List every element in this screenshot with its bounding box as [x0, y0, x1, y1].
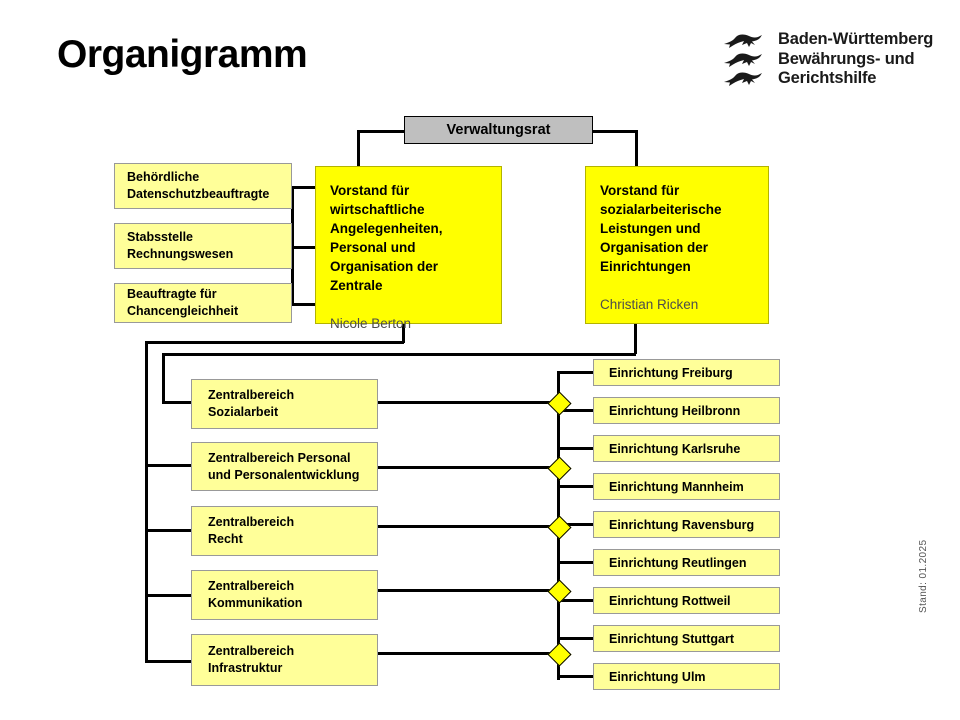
connector-facility-5	[557, 523, 594, 526]
staff-datenschutz-label: Behördliche Datenschutzbeauftragte	[127, 170, 270, 201]
staff-rechnungswesen-label: Stabsstelle Rechnungswesen	[127, 230, 234, 261]
connector-central-trunk-outer	[145, 341, 148, 663]
organization-logo: Baden-Württemberg Bewährungs- und Gerich…	[722, 30, 933, 89]
einrichtung-ravensburg-label: Einrichtung Ravensburg	[609, 517, 755, 532]
connector-unit-4-in	[145, 594, 192, 597]
zentralbereich-kommunikation-label: Zentralbereich Kommunikation	[208, 579, 303, 610]
node-einrichtung-freiburg[interactable]: Einrichtung Freiburg	[593, 359, 780, 386]
connector-facility-2	[557, 409, 594, 412]
connector-unit-3-in	[145, 529, 192, 532]
zentralbereich-infrastruktur-label: Zentralbereich Infrastruktur	[208, 644, 295, 675]
logo-line-2: Bewährungs- und	[778, 49, 915, 68]
node-zentralbereich-recht[interactable]: Zentralbereich Recht	[191, 506, 378, 556]
junction-diamond-1	[547, 391, 572, 416]
connector-staff-1	[291, 186, 316, 189]
einrichtung-rottweil-label: Einrichtung Rottweil	[609, 593, 731, 608]
connector-right-board-drop	[634, 323, 637, 354]
connector-unit-2-out	[377, 466, 559, 469]
connector-facility-6	[557, 561, 594, 564]
connector-council-left-drop	[357, 130, 360, 166]
connector-facility-8	[557, 637, 594, 640]
vorstand-wirtschaft-title: Vorstand für wirtschaftliche Angelegenhe…	[330, 183, 443, 293]
node-staff-rechnungswesen[interactable]: Stabsstelle Rechnungswesen	[114, 223, 292, 269]
node-verwaltungsrat[interactable]: Verwaltungsrat	[404, 116, 593, 144]
connector-unit-1-in	[162, 401, 192, 404]
connector-council-right	[592, 130, 638, 133]
vorstand-wirtschaft-person: Nicole Berton	[330, 316, 412, 331]
page-title: Organigramm	[57, 33, 308, 76]
revision-label: Stand: 01.2025	[918, 539, 929, 613]
vorstand-soziales-person: Christian Ricken	[600, 297, 699, 312]
connector-facility-9	[557, 675, 594, 678]
connector-council-left	[357, 130, 405, 133]
connector-facility-4	[557, 485, 594, 488]
connector-staff-3	[291, 303, 316, 306]
node-einrichtung-reutlingen[interactable]: Einrichtung Reutlingen	[593, 549, 780, 576]
node-einrichtung-stuttgart[interactable]: Einrichtung Stuttgart	[593, 625, 780, 652]
node-zentralbereich-kommunikation[interactable]: Zentralbereich Kommunikation	[191, 570, 378, 620]
connector-facility-7	[557, 599, 594, 602]
node-einrichtung-karlsruhe[interactable]: Einrichtung Karlsruhe	[593, 435, 780, 462]
node-vorstand-wirtschaft[interactable]: Vorstand für wirtschaftliche Angelegenhe…	[315, 166, 502, 331]
einrichtung-freiburg-label: Einrichtung Freiburg	[609, 365, 733, 380]
node-einrichtung-mannheim[interactable]: Einrichtung Mannheim	[593, 473, 780, 500]
node-einrichtung-ravensburg[interactable]: Einrichtung Ravensburg	[593, 511, 780, 538]
node-zentralbereich-infrastruktur[interactable]: Zentralbereich Infrastruktur	[191, 634, 378, 686]
connector-right-board-run	[162, 353, 636, 356]
node-einrichtung-heilbronn[interactable]: Einrichtung Heilbronn	[593, 397, 780, 424]
node-vorstand-soziales[interactable]: Vorstand für sozialarbeiterische Leistun…	[585, 166, 769, 324]
connector-unit-4-out	[377, 589, 559, 592]
einrichtung-heilbronn-label: Einrichtung Heilbronn	[609, 403, 741, 418]
connector-unit-5-out	[377, 652, 559, 655]
zentralbereich-sozialarbeit-label: Zentralbereich Sozialarbeit	[208, 388, 295, 419]
vorstand-soziales-title: Vorstand für sozialarbeiterische Leistun…	[600, 183, 722, 274]
einrichtung-stuttgart-label: Einrichtung Stuttgart	[609, 631, 734, 646]
zentralbereich-personal-label: Zentralbereich Personal und Personalentw…	[208, 450, 360, 482]
connector-facility-3	[557, 447, 594, 450]
einrichtung-reutlingen-label: Einrichtung Reutlingen	[609, 555, 747, 570]
connector-unit-1-out	[377, 401, 559, 404]
connector-staff-spine	[291, 186, 294, 305]
connector-unit-3-out	[377, 525, 559, 528]
connector-unit-5-in	[145, 660, 192, 663]
connector-unit-2-in	[145, 464, 192, 467]
connector-left-board-drop	[402, 323, 405, 343]
junction-diamond-2	[547, 456, 572, 481]
three-lions-crest-icon	[722, 30, 764, 87]
zentralbereich-recht-label: Zentralbereich Recht	[208, 515, 295, 546]
logo-line-3: Gerichtshilfe	[778, 69, 877, 87]
connector-central-trunk-inner	[162, 353, 165, 403]
node-zentralbereich-sozialarbeit[interactable]: Zentralbereich Sozialarbeit	[191, 379, 378, 429]
staff-chancengleichheit-label: Beauftragte für Chancengleichheit	[127, 287, 239, 318]
node-einrichtung-ulm[interactable]: Einrichtung Ulm	[593, 663, 780, 690]
logo-line-1: Baden-Württemberg	[778, 30, 934, 48]
connector-staff-2	[291, 246, 316, 249]
einrichtung-karlsruhe-label: Einrichtung Karlsruhe	[609, 441, 741, 456]
einrichtung-ulm-label: Einrichtung Ulm	[609, 669, 706, 684]
node-staff-datenschutz[interactable]: Behördliche Datenschutzbeauftragte	[114, 163, 292, 209]
junction-diamond-3	[547, 515, 572, 540]
verwaltungsrat-label: Verwaltungsrat	[446, 122, 551, 138]
connector-council-right-drop	[635, 130, 638, 166]
node-staff-chancengleichheit[interactable]: Beauftragte für Chancengleichheit	[114, 283, 292, 323]
node-zentralbereich-personal[interactable]: Zentralbereich Personal und Personalentw…	[191, 442, 378, 491]
logo-text-block: Baden-Württemberg Bewährungs- und Gerich…	[778, 30, 933, 89]
node-einrichtung-rottweil[interactable]: Einrichtung Rottweil	[593, 587, 780, 614]
connector-left-board-run	[145, 341, 404, 344]
einrichtung-mannheim-label: Einrichtung Mannheim	[609, 479, 744, 494]
junction-diamond-5	[547, 642, 572, 667]
connector-facility-1	[557, 371, 594, 374]
